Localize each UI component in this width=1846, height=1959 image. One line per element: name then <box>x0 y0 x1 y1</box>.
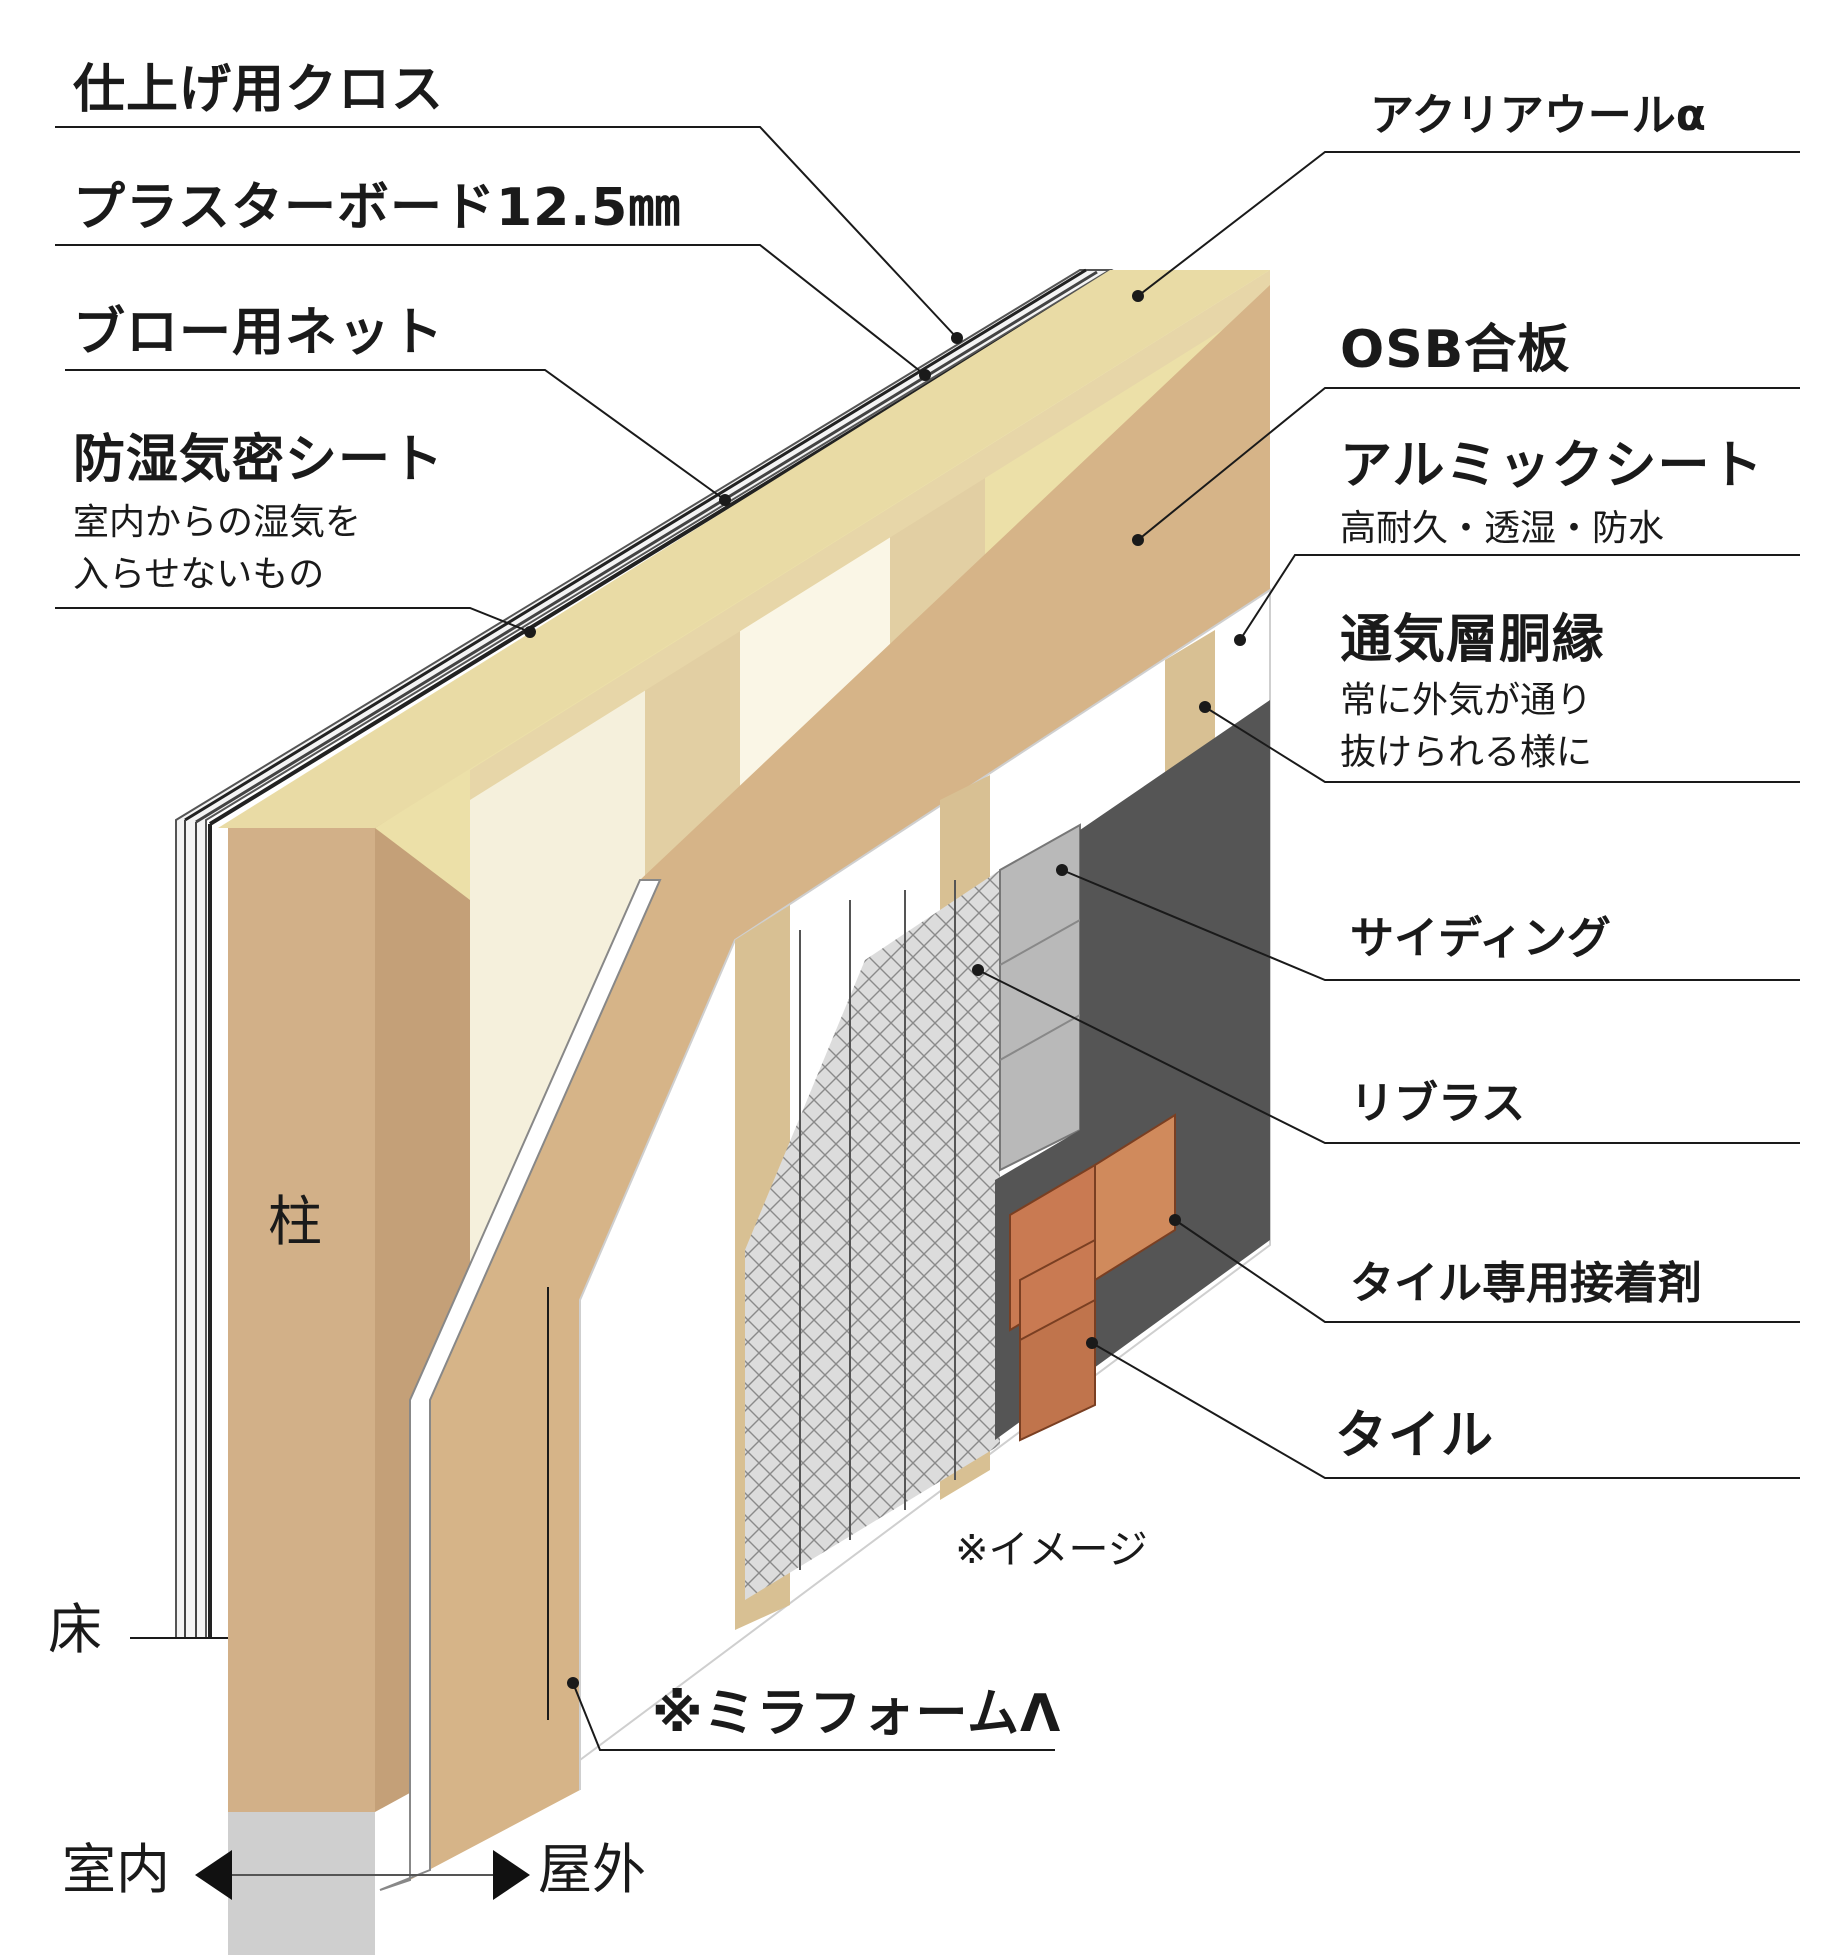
pillar-front <box>228 828 375 1812</box>
arrow-right-icon <box>493 1850 530 1900</box>
label-acrylic-wool: アクリアウールα <box>1370 90 1707 141</box>
label-floor: 床 <box>48 1598 102 1661</box>
board-line <box>195 270 1098 824</box>
label-pillar: 柱 <box>268 1190 322 1253</box>
label-mira-foam: ※ミラフォームΛ <box>652 1684 1062 1744</box>
pillar-top <box>218 270 1270 828</box>
osb-board <box>410 285 1270 1880</box>
label-rib-lath: リブラス <box>1350 1078 1526 1129</box>
arrow-left-icon <box>195 1850 232 1900</box>
label-blow-net: ブロー用ネット <box>73 303 445 363</box>
label-image-note: ※イメージ <box>955 1527 1148 1573</box>
cloth-line <box>184 268 1087 822</box>
label-vent-furring: 通気層胴縁 <box>1340 610 1606 670</box>
siding <box>999 823 1081 1172</box>
label-moisture-sheet: 防湿気密シート <box>73 430 445 490</box>
rib-lath <box>745 870 1000 1600</box>
foundation-concrete <box>228 1812 375 1959</box>
label-tile-adhesive: タイル専用接着剤 <box>1350 1258 1702 1309</box>
tile-4 <box>1019 1298 1096 1442</box>
label-indoor: 室内 <box>62 1838 170 1901</box>
label-alumic-sheet: アルミックシート <box>1340 436 1764 496</box>
label-osb: OSB合板 <box>1340 320 1571 380</box>
top-plate <box>470 270 1270 800</box>
osb-edge <box>379 879 662 1891</box>
label-alumic-sheet-desc: 高耐久・透湿・防水 <box>1340 508 1665 549</box>
label-plasterboard: プラスターボード12.5㎜ <box>73 178 682 238</box>
label-outdoor: 屋外 <box>538 1838 646 1901</box>
label-siding: サイディング <box>1350 913 1611 964</box>
label-vent-furring-desc-1: 常に外気が通り <box>1340 680 1593 721</box>
label-vent-furring-desc-2: 抜けられる様に <box>1340 732 1593 773</box>
label-moisture-sheet-desc-2: 入らせないもの <box>73 554 325 595</box>
label-tile: タイル <box>1335 1406 1495 1466</box>
label-cloth: 仕上げ用クロス <box>73 60 445 120</box>
label-moisture-sheet-desc-1: 室内からの湿気を <box>73 502 362 543</box>
